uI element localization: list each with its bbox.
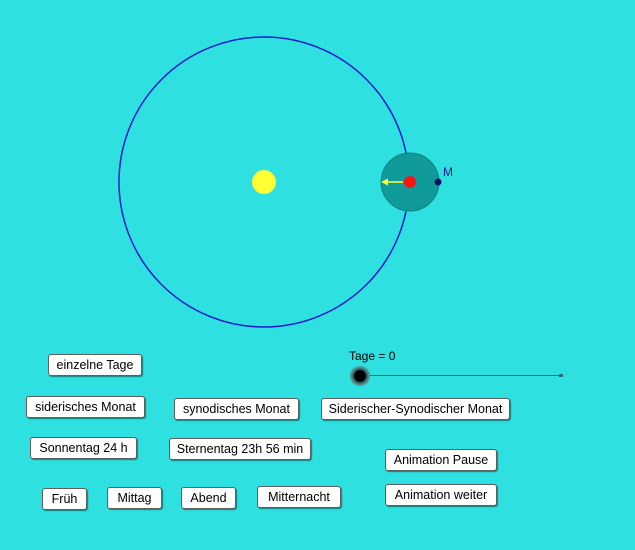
days-slider-thumb[interactable] [352,368,368,384]
slider-label: Tage = 0 [349,349,396,363]
animation-pause-button[interactable]: Animation Pause [385,449,497,471]
mittag-button[interactable]: Mittag [107,487,162,509]
arrow-head [381,178,388,186]
sonnentag-button[interactable]: Sonnentag 24 h [30,437,137,459]
mitternacht-button[interactable]: Mitternacht [257,486,341,508]
days-slider-track[interactable] [360,375,562,376]
earth [404,176,416,188]
synodisches-monat-button[interactable]: synodisches Monat [174,398,299,420]
siderisches-monat-button[interactable]: siderisches Monat [26,396,145,418]
abend-button[interactable]: Abend [181,487,236,509]
frueh-button[interactable]: Früh [42,488,87,510]
animation-weiter-button[interactable]: Animation weiter [385,484,497,506]
moon[interactable] [434,178,442,186]
days-slider-end [559,374,563,377]
sun [252,170,276,194]
einzelne-tage-button[interactable]: einzelne Tage [48,354,142,376]
sternentag-button[interactable]: Sternentag 23h 56 min [169,438,311,460]
siderisch-synodisch-button[interactable]: Siderischer-Synodischer Monat [321,398,510,420]
moon-label: M [443,165,453,179]
